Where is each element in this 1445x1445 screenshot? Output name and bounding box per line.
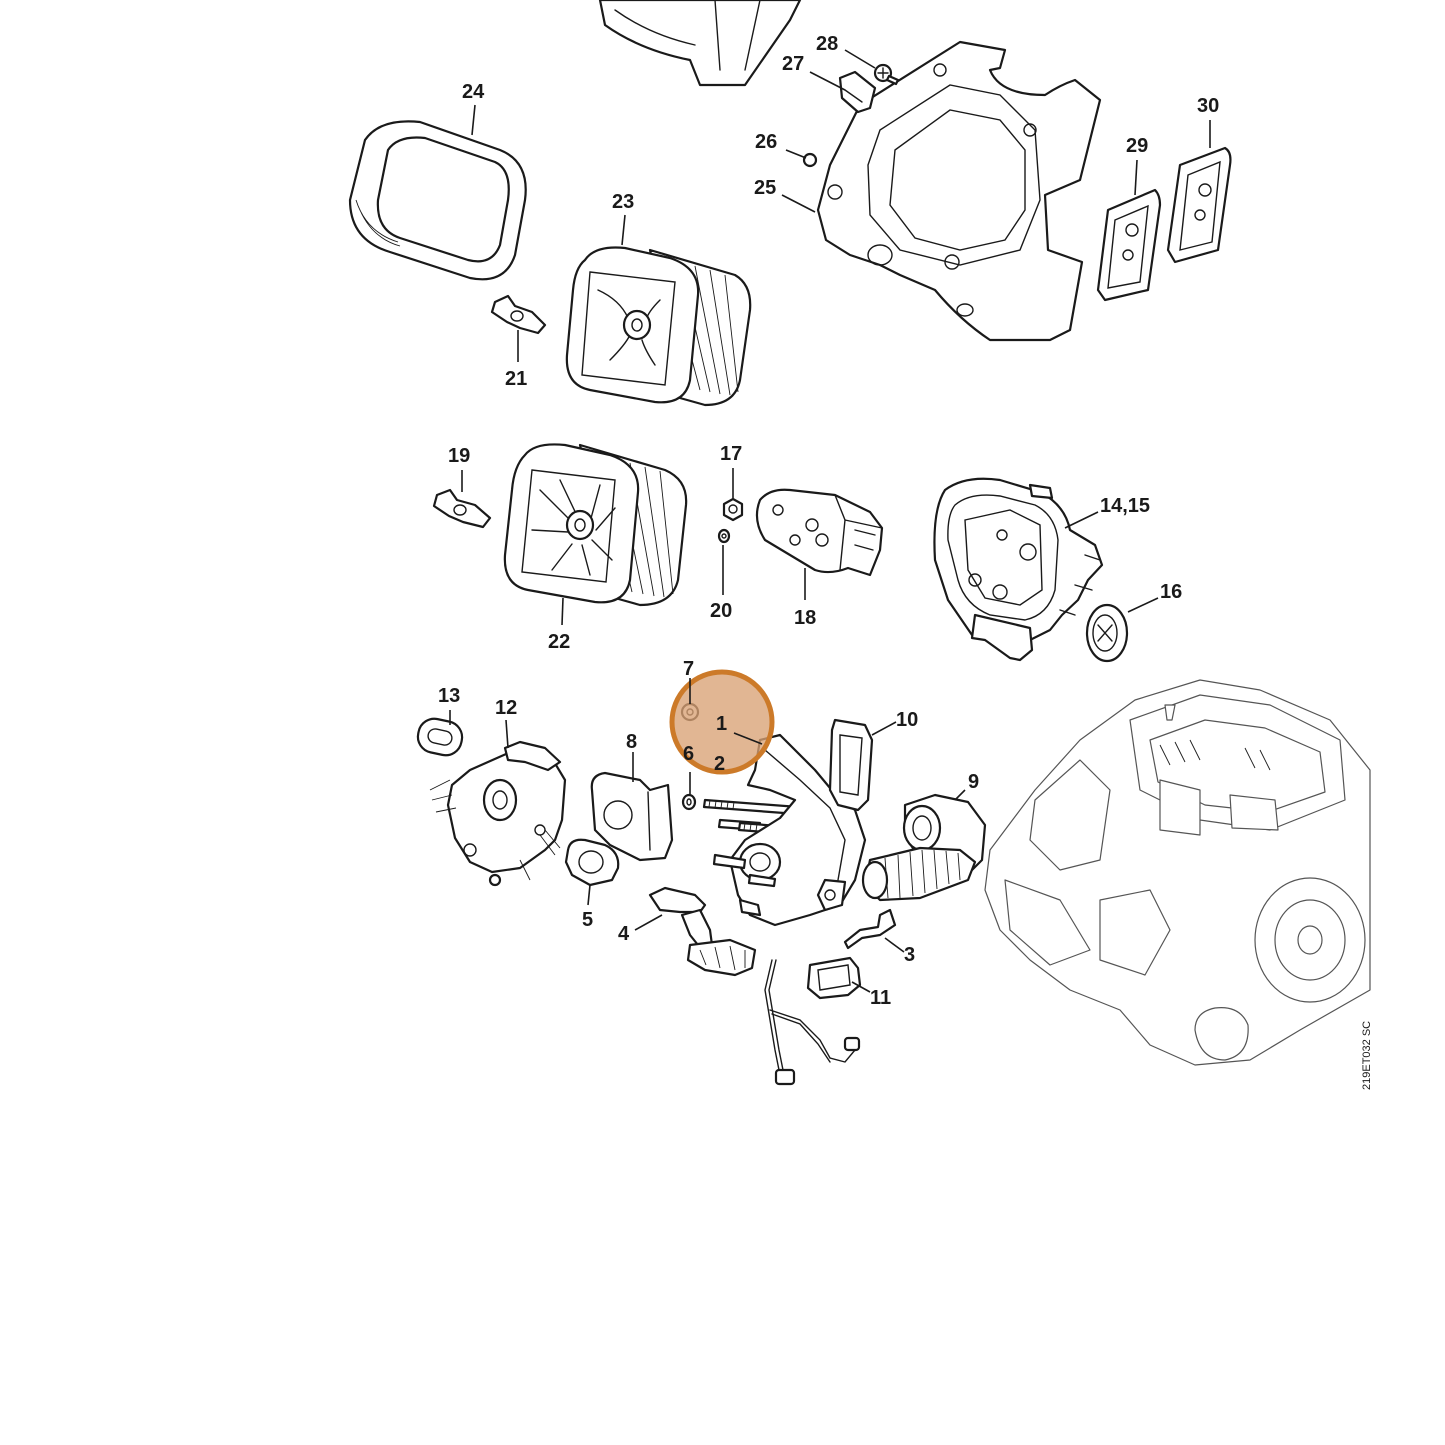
wing-nut-21-part (490, 294, 547, 335)
callout-17: 17 (720, 443, 742, 465)
carburetor-12-part (429, 740, 567, 887)
callout-8: 8 (626, 731, 637, 753)
cover-11-part (806, 956, 862, 1000)
wire-harness-part (764, 959, 861, 1086)
callout-10: 10 (896, 709, 918, 731)
callout-25: 25 (754, 177, 776, 199)
shroud-housing-part (816, 40, 1102, 342)
callout-19: 19 (448, 445, 470, 467)
grommet-16-part (1085, 603, 1129, 663)
callout-22: 22 (548, 631, 570, 653)
leader-lines (449, 49, 1211, 993)
callout-26: 26 (755, 131, 777, 153)
carburetor-box-14-15-part (933, 477, 1104, 662)
engine-outline-part (984, 679, 1371, 1066)
wing-nut-19-part (432, 488, 492, 529)
manifold-1-part (712, 733, 867, 927)
callout-14-15: 14,15 (1100, 495, 1150, 517)
callout-5: 5 (582, 909, 593, 931)
callout-30: 30 (1197, 95, 1219, 117)
washer-20-part (717, 528, 731, 544)
callout-7: 7 (683, 658, 694, 680)
callout-6: 6 (683, 743, 694, 765)
callout-28: 28 (816, 33, 838, 55)
callout-23: 23 (612, 191, 634, 213)
callout-16: 16 (1160, 581, 1182, 603)
callout-2: 2 (714, 753, 725, 775)
clip-27-part (838, 70, 877, 114)
air-filter-22-part (503, 443, 688, 607)
callout-18: 18 (794, 607, 816, 629)
callout-3: 3 (904, 944, 915, 966)
highlight-marker (669, 669, 775, 775)
cover-plate-30-part (1166, 146, 1232, 264)
flange-8-part (590, 771, 674, 862)
air-filter-23-part (565, 246, 752, 407)
washer-6-part (681, 793, 697, 811)
callout-13: 13 (438, 685, 460, 707)
prefilter-band-part (348, 120, 527, 281)
callout-24: 24 (462, 81, 485, 103)
callout-4: 4 (618, 923, 630, 945)
baffle-18-part (755, 488, 884, 577)
clip-3-part (843, 908, 897, 950)
callout-9: 9 (968, 771, 979, 793)
grommet-13-part (416, 717, 464, 757)
callout-12: 12 (495, 697, 517, 719)
callout-21: 21 (505, 368, 527, 390)
plate-10-part (828, 718, 874, 812)
throttle-lever-4-part (648, 886, 757, 977)
callout-11: 11 (870, 987, 891, 1009)
callout-1: 1 (716, 713, 727, 735)
gasket-5-part (564, 838, 620, 887)
cover-plate-29-part (1096, 188, 1162, 302)
drawing-code: 219ET032 SC (1361, 1021, 1373, 1090)
washer-26-part (802, 152, 818, 168)
callout-labels: 24 23 21 28 27 26 25 29 30 19 22 17 20 1… (438, 33, 1219, 1009)
nut-17-part (722, 497, 744, 522)
callout-20: 20 (710, 600, 732, 622)
screw-28-part (873, 63, 900, 86)
intake-boot-9-part (861, 793, 987, 902)
top-shroud-part (598, 0, 802, 87)
callout-29: 29 (1126, 135, 1148, 157)
callout-27: 27 (782, 53, 804, 75)
